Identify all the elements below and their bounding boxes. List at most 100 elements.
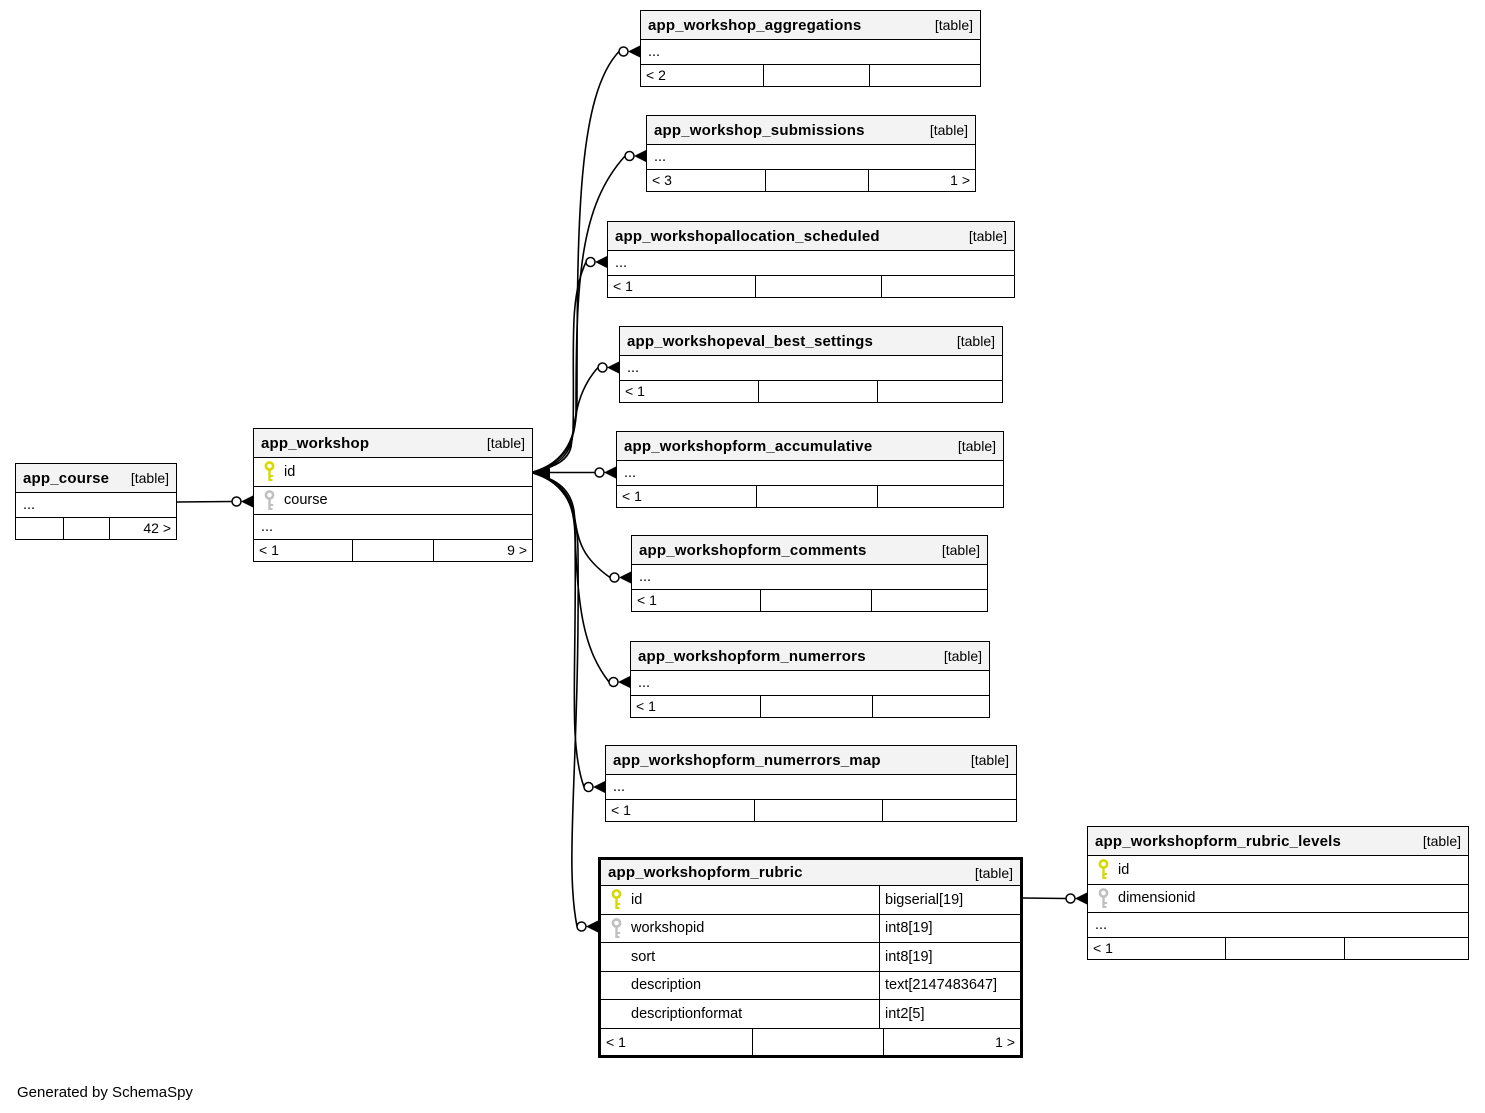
column-name: course: [284, 492, 328, 508]
table-header: app_workshopallocation_scheduled[table]: [608, 222, 1014, 250]
footer-cardinality-cell: [871, 589, 987, 611]
table-type-label: [table]: [956, 333, 995, 349]
footer-cardinality-cell: [763, 64, 869, 86]
zero-or-many-circle-icon: [618, 46, 629, 57]
column-name: workshopid: [631, 920, 705, 936]
hidden-columns-row: ...: [631, 670, 989, 695]
footer-cardinality-cell: [881, 275, 1014, 297]
table-type-label: [table]: [941, 542, 980, 558]
footer-cardinality-cell: < 1: [625, 383, 645, 400]
column-name: sort: [631, 948, 656, 965]
zero-or-many-circle-icon: [597, 362, 608, 373]
table-app_course: app_course[table]...42 >: [15, 463, 177, 540]
footer-cardinality-cell: [16, 518, 63, 540]
footer-cardinality-cell: [752, 1028, 883, 1055]
footer-cardinality-cell: < 1: [613, 278, 633, 295]
table-name-link[interactable]: app_workshopeval_best_settings: [627, 332, 874, 350]
table-name-link[interactable]: app_workshopallocation_scheduled: [615, 227, 880, 245]
table-header: app_workshopform_rubric[table]: [601, 860, 1020, 885]
column-type: text[2147483647]: [879, 971, 1020, 999]
hidden-columns-ellipsis: ...: [648, 43, 661, 60]
hidden-columns-row: ...: [608, 250, 1014, 275]
table-header: app_workshopform_numerrors [table]: [631, 642, 989, 670]
footer-cardinality-cell: < 1: [636, 698, 656, 715]
table-footer: < 1: [608, 274, 1014, 297]
table-app_workshop_aggregations: app_workshop_aggregations[table]...< 2: [640, 10, 981, 87]
column-name: id: [631, 891, 643, 908]
footer-cardinality-cell: < 1: [611, 802, 631, 819]
column-row: description text[2147483647]: [601, 970, 1020, 999]
table-header: app_workshopeval_best_settings [table]: [620, 327, 1002, 355]
zero-or-many-circle-icon: [608, 676, 619, 688]
column-row: id bigserial[19]: [601, 885, 1020, 914]
table-name-link[interactable]: app_workshopform_rubric: [608, 864, 803, 881]
edge-app_workshop-app_workshopeval_best_settings: [532, 361, 619, 473]
footer-cardinality-cell: [1343, 937, 1468, 959]
hidden-columns-row: ...: [620, 355, 1002, 380]
hidden-columns-ellipsis: ...: [654, 148, 667, 165]
zero-or-many-circle-icon: [576, 921, 587, 932]
zero-or-many-circle-icon: [594, 467, 605, 478]
footer-cardinality-cell: 1 >: [867, 169, 975, 191]
table-footer: < 2: [641, 63, 980, 86]
table-header: app_workshopform_rubric_levels [table]: [1088, 827, 1468, 855]
footer-cardinality-cell: [351, 539, 433, 561]
table-header: app_workshop_submissions[table]: [647, 116, 975, 144]
generated-by-note: Generated by SchemaSpy: [17, 1084, 193, 1101]
zero-or-many-circle-icon: [1065, 893, 1076, 904]
column-name: dimensionid: [1118, 890, 1196, 906]
table-name-link[interactable]: app_workshop_aggregations: [648, 16, 862, 34]
footer-cardinality-cell: [754, 799, 882, 821]
footer-cardinality-cell: 42 >: [109, 517, 176, 539]
table-footer: < 1: [620, 379, 1002, 402]
crowfoot-icon: [628, 45, 640, 58]
table-name-link[interactable]: app_workshop_submissions: [654, 121, 865, 139]
crowfoot-icon: [634, 150, 646, 162]
table-name-link[interactable]: app_workshopform_rubric_levels: [1095, 832, 1342, 850]
column-row: id: [1088, 855, 1468, 884]
table-app_workshopform_rubric: app_workshopform_rubric[table]id bigseria…: [598, 857, 1023, 1058]
footer-cardinality-cell: [754, 275, 882, 297]
table-name-link[interactable]: app_workshopform_numerrors: [638, 647, 866, 665]
crowfoot-icon: [595, 256, 607, 268]
table-type-label: [table]: [957, 438, 996, 454]
hidden-columns-row: ...: [606, 774, 1016, 799]
crowfoot-convergence-icon: [533, 465, 550, 480]
footer-cardinality-cell: < 1: [259, 542, 279, 559]
table-name-link[interactable]: app_workshopform_comments: [639, 541, 867, 559]
column-row: dimensionid: [1088, 883, 1468, 913]
footer-cardinality-cell: [882, 799, 1016, 821]
hidden-columns-ellipsis: ...: [23, 496, 36, 513]
table-type-label: [table]: [1422, 833, 1461, 849]
table-app_workshopeval_best_settings: app_workshopeval_best_settings [table]...…: [619, 326, 1003, 403]
table-name-link[interactable]: app_workshop: [261, 434, 370, 452]
crowfoot-icon: [586, 920, 598, 933]
table-name-link[interactable]: app_workshopform_accumulative: [624, 437, 873, 455]
crowfoot-icon: [241, 495, 253, 508]
table-header: app_workshopform_comments [table]: [632, 536, 987, 564]
edge-app_course-app_workshop: [176, 495, 253, 508]
crowfoot-icon: [1075, 892, 1087, 905]
table-app_workshopform_numerrors_map: app_workshopform_numerrors_map[table]...…: [605, 745, 1017, 822]
table-footer: < 1: [617, 484, 1003, 507]
hidden-columns-ellipsis: ...: [261, 518, 274, 535]
table-footer: < 1: [632, 588, 987, 611]
column-name: description: [631, 977, 702, 993]
table-name-link[interactable]: app_workshopform_numerrors_map: [613, 751, 881, 769]
table-type-label: [table]: [943, 648, 982, 664]
table-name-link[interactable]: app_course: [23, 469, 110, 487]
column-name: id: [284, 463, 296, 480]
footer-cardinality-cell: [869, 64, 980, 86]
footer-cardinality-cell: < 1: [637, 592, 657, 609]
hidden-columns-ellipsis: ...: [627, 359, 640, 376]
table-app_workshopallocation_scheduled: app_workshopallocation_scheduled[table].…: [607, 221, 1015, 298]
hidden-columns-ellipsis: ...: [624, 464, 637, 481]
table-header: app_workshop[table]: [254, 429, 532, 457]
column-type: bigserial[19]: [879, 886, 1020, 914]
